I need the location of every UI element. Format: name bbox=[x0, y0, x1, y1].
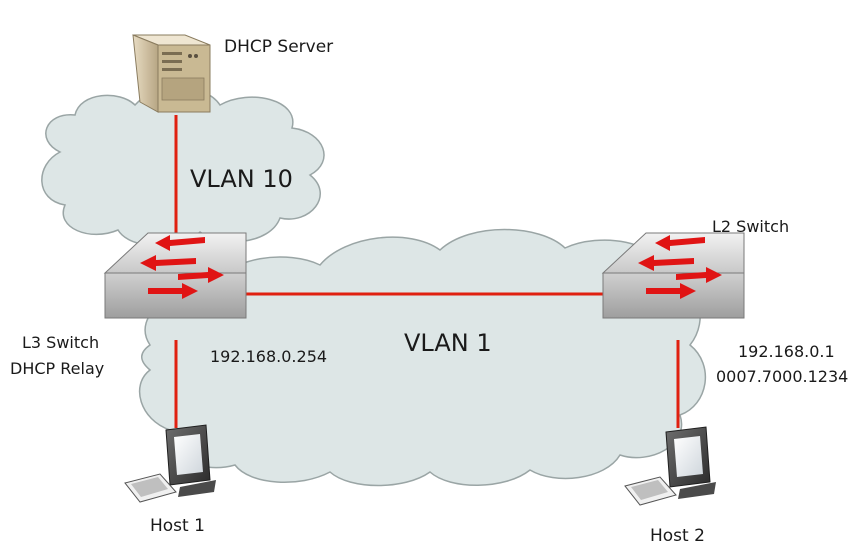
l3-switch-label: L3 Switch bbox=[22, 333, 99, 352]
host1-computer-icon bbox=[124, 424, 216, 503]
vlan10-label: VLAN 10 bbox=[190, 165, 293, 193]
vlan1-label: VLAN 1 bbox=[404, 329, 492, 357]
l2-mac-label: 0007.7000.1234 bbox=[716, 367, 848, 386]
dhcp-relay-label: DHCP Relay bbox=[10, 359, 104, 378]
dhcp-server-label: DHCP Server bbox=[224, 37, 333, 57]
host2-computer-icon bbox=[624, 426, 716, 506]
l2-ip-label: 192.168.0.1 bbox=[738, 342, 835, 361]
l2-switch-label: L2 Switch bbox=[712, 217, 789, 236]
vlan10-cloud bbox=[41, 87, 325, 247]
l3-switch-icon bbox=[103, 232, 247, 319]
server-icon bbox=[132, 34, 211, 113]
host1-label: Host 1 bbox=[150, 516, 205, 536]
l2-switch-icon bbox=[601, 232, 745, 319]
l3-ip-label: 192.168.0.254 bbox=[210, 347, 327, 366]
host2-label: Host 2 bbox=[650, 526, 705, 546]
